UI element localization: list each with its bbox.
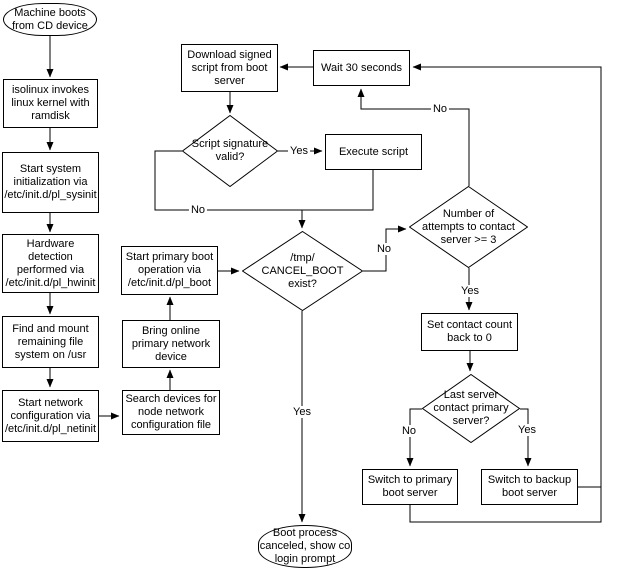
- node-download-script: Download signed script from boot server: [181, 44, 278, 92]
- node-wait-30-seconds: Wait 30 seconds: [313, 50, 410, 86]
- edge-label-attempts-no: No: [430, 103, 450, 115]
- diamond-shape: [409, 186, 528, 268]
- decision-label: Last server contact primary server?: [433, 389, 509, 427]
- node-pl-boot: Start primary boot operation via /etc/in…: [121, 246, 218, 295]
- node-bring-online: Bring online primary network device: [122, 320, 220, 368]
- diamond-shape: [182, 115, 278, 187]
- edge-label-sig-no: No: [188, 204, 208, 216]
- node-set-contact-count: Set contact count back to 0: [421, 313, 518, 351]
- node-sysinit: Start system initialization via /etc/ini…: [2, 152, 99, 213]
- node-search-devices: Search devices for node network configur…: [122, 390, 220, 435]
- edge-label-cancel-no: No: [374, 243, 394, 255]
- node-label: Download signed script from boot server: [187, 48, 272, 87]
- node-label: Search devices for node network configur…: [125, 393, 217, 431]
- node-isolinux: isolinux invokes linux kernel with ramdi…: [3, 79, 98, 128]
- decision-label: /tmp/ CANCEL_BOOT exist?: [261, 251, 344, 290]
- decision-last-server: Last server contact primary server?: [422, 374, 520, 443]
- node-label: Machine boots from CD device: [12, 6, 88, 32]
- edge-label-attempts-yes: Yes: [459, 285, 481, 297]
- edge-label-last-no: No: [399, 425, 419, 437]
- node-machine-boots: Machine boots from CD device: [3, 3, 97, 36]
- decision-label: Script signature valid?: [191, 138, 269, 163]
- edge-label-cancel-yes: Yes: [291, 406, 313, 418]
- node-label: Boot process canceled, show co login pro…: [259, 527, 351, 565]
- node-hwinit: Hardware detection performed via /etc/in…: [2, 234, 99, 293]
- node-label: Execute script: [338, 145, 409, 158]
- node-switch-backup: Switch to backup boot server: [481, 469, 578, 505]
- node-label: Find and mount remaining file system on …: [12, 322, 89, 361]
- node-label: isolinux invokes linux kernel with ramdi…: [11, 84, 90, 122]
- node-netinit: Start network configuration via /etc/ini…: [2, 390, 99, 442]
- node-label: Wait 30 seconds: [321, 61, 402, 74]
- diamond-shape: [242, 231, 363, 311]
- node-label: Hardware detection performed via /etc/in…: [5, 237, 96, 289]
- diamond-shape: [422, 374, 520, 443]
- node-execute-script: Execute script: [325, 134, 422, 170]
- node-label: Switch to primary boot server: [367, 474, 453, 499]
- node-label: Switch to backup boot server: [487, 474, 572, 499]
- node-label: Start network configuration via /etc/ini…: [4, 396, 97, 435]
- decision-label: Number of attempts to contact server >= …: [422, 207, 515, 246]
- node-label: Start primary boot operation via /etc/in…: [125, 251, 214, 289]
- node-label: Bring online primary network device: [131, 324, 211, 363]
- node-switch-primary: Switch to primary boot server: [362, 469, 458, 505]
- node-label: Set contact count back to 0: [427, 319, 512, 344]
- decision-cancel-boot: /tmp/ CANCEL_BOOT exist?: [242, 231, 363, 311]
- decision-attempts: Number of attempts to contact server >= …: [409, 186, 528, 268]
- edge-label-sig-yes: Yes: [288, 145, 310, 157]
- node-label: Start system initialization via /etc/ini…: [4, 163, 97, 201]
- edge-label-last-yes: Yes: [516, 424, 538, 436]
- decision-script-signature: Script signature valid?: [182, 115, 278, 187]
- node-find-mount: Find and mount remaining file system on …: [2, 316, 99, 368]
- node-boot-canceled: Boot process canceled, show co login pro…: [258, 525, 352, 568]
